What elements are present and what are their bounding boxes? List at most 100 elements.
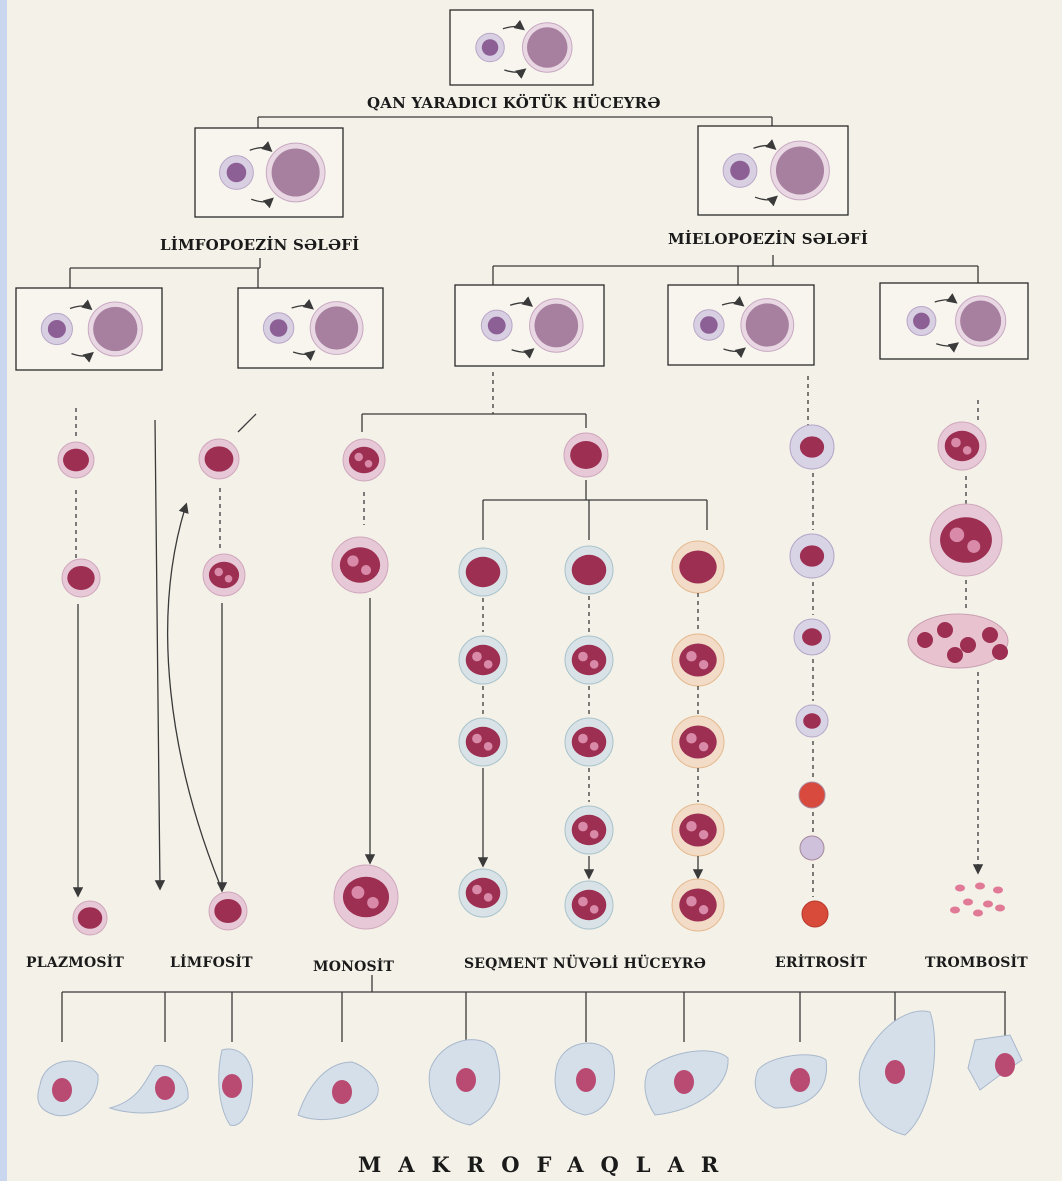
eosinophil-band-lobe: [686, 821, 696, 831]
neutrophil-metamyelocyte-lobe: [484, 742, 493, 751]
eosinophil-band-nucleus: [679, 814, 716, 847]
platelet-4: [963, 899, 973, 906]
megakaryoblast-lobe: [963, 446, 972, 455]
stem-cell-box-large-cell-nucleus: [527, 27, 568, 68]
reticulocyte: [799, 782, 825, 808]
megakaryocyte-precursor-box-large-cell-nucleus: [960, 300, 1001, 341]
neutrophil-myelocyte-lobe: [484, 660, 493, 669]
eosinophil-segmented-lobe: [686, 896, 696, 906]
eosinophil-myelocyte-lobe: [699, 660, 708, 669]
eosinophil-myelocyte-nucleus: [679, 644, 716, 677]
promegakaryocyte-lobe: [967, 540, 980, 553]
macrophage-1-nucleus: [52, 1078, 72, 1102]
megakaryocyte-nucleus-lobe-4: [982, 627, 998, 643]
neutrophil-promyelocyte-nucleus: [466, 557, 501, 587]
macrophage-4-nucleus: [332, 1080, 352, 1104]
lymphocyte-nucleus: [214, 899, 241, 923]
b-lymphocyte-precursor-box-small-cell-nucleus: [48, 320, 66, 338]
monoblast-lobe: [365, 460, 373, 468]
erythroid-precursor-box-large-cell-nucleus: [746, 303, 789, 346]
basophil-myelocyte-nucleus: [572, 645, 607, 675]
label-myelopoiesis-precursor: MİELOPOEZİN SƏLƏFİ: [668, 230, 868, 248]
macrophage-6-nucleus: [576, 1068, 596, 1092]
prolymphocyte-nucleus: [209, 562, 239, 589]
label-lymphopoiesis-precursor: LİMFOPOEZİN SƏLƏFİ: [160, 236, 359, 254]
column-lymph-return: [155, 420, 160, 888]
basophil-myelocyte-lobe: [578, 652, 588, 662]
macrophage-9-nucleus: [885, 1060, 905, 1084]
proplasmocyte-nucleus: [67, 566, 94, 590]
macrophage-8-nucleus: [790, 1068, 810, 1092]
myeloid-precursor-box-large-cell-nucleus: [776, 146, 824, 194]
platelet-8: [995, 905, 1005, 912]
erythroid-precursor-box-small-cell-nucleus: [700, 316, 718, 334]
macrophage-10-nucleus: [995, 1053, 1015, 1077]
megakaryocyte-precursor-box-small-cell-nucleus: [913, 313, 930, 330]
neutrophil-myelocyte-nucleus: [466, 645, 501, 675]
basophil-metamyelocyte-lobe: [590, 742, 599, 751]
label-stem-cell: QAN YARADICI KÖTÜK HÜCEYRƏ: [367, 94, 661, 112]
platelet-6: [950, 907, 960, 914]
lymphoid-precursor-box-large-cell-nucleus: [272, 148, 320, 196]
stem-cell-box-small-cell-nucleus: [482, 39, 499, 56]
neutrophil-metamyelocyte-lobe: [472, 734, 482, 744]
column-lymph-pointer: [238, 414, 256, 432]
basophil-metamyelocyte-nucleus: [572, 727, 607, 757]
megakaryocyte-nucleus-lobe-5: [992, 644, 1008, 660]
macrophage-3-nucleus: [222, 1074, 242, 1098]
neutrophil-segmented-nucleus: [466, 878, 501, 908]
neutrophil-segmented-lobe: [472, 885, 482, 895]
eosinophil-promyelocyte-nucleus: [679, 551, 716, 584]
label-thrombocyte: TROMBOSİT: [925, 955, 1028, 971]
myeloid-precursor-box-small-cell-nucleus: [730, 161, 750, 181]
platelet-7: [973, 910, 983, 917]
basophil-band-nucleus: [572, 815, 607, 845]
prolymphocyte-lobe: [214, 568, 222, 576]
monocyte-nucleus: [343, 877, 389, 918]
promonocyte-lobe: [361, 565, 371, 575]
basophil-segmented-nucleus: [572, 890, 607, 920]
macrophage-2-nucleus: [155, 1076, 175, 1100]
t-lymphocyte-precursor-box-large-cell-nucleus: [315, 306, 358, 349]
basophilic-erythroblast-nucleus: [800, 545, 824, 566]
basophil-metamyelocyte-lobe: [578, 734, 588, 744]
platelet-1: [955, 885, 965, 892]
promegakaryocyte-lobe: [950, 528, 965, 543]
megakaryoblast-lobe: [951, 438, 961, 448]
eosinophil-metamyelocyte-lobe: [686, 733, 696, 743]
monoblast-nucleus: [349, 447, 379, 474]
eosinophil-segmented-lobe: [699, 905, 708, 914]
label-erythrocyte: ERİTROSİT: [775, 955, 867, 971]
plasmocyte-nucleus: [78, 907, 102, 929]
label-lymphocyte: LİMFOSİT: [170, 955, 253, 971]
promonocyte-nucleus: [340, 547, 380, 582]
neutrophil-segmented-lobe: [484, 893, 493, 902]
orthochromatic-erythroblast-nucleus: [803, 713, 821, 728]
monocyte-lobe: [351, 886, 364, 899]
platelet-3: [993, 887, 1003, 894]
eosinophil-band-lobe: [699, 830, 708, 839]
t-lymphocyte-precursor-box-small-cell-nucleus: [270, 319, 288, 337]
label-macrophages: MAKROFAQLAR: [358, 1152, 735, 1177]
basophil-band-lobe: [578, 822, 588, 832]
label-monocyte: MONOSİT: [313, 959, 394, 975]
basophil-myelocyte-lobe: [590, 660, 599, 669]
eosinophil-metamyelocyte-nucleus: [679, 726, 716, 759]
granulocyte-monocyte-precursor-box-large-cell-nucleus: [534, 304, 578, 348]
eosinophil-myelocyte-lobe: [686, 651, 696, 661]
erythrocyte: [802, 901, 828, 927]
megakaryocyte-nucleus-lobe-2: [937, 622, 953, 638]
neutrophil-metamyelocyte-nucleus: [466, 727, 501, 757]
neutrophil-myelocyte-lobe: [472, 652, 482, 662]
label-segmented-cell: SEQMENT NÜVƏLİ HÜCEYRƏ: [464, 956, 706, 972]
megakaryocyte-nucleus-lobe-6: [947, 647, 963, 663]
megakaryoblast-nucleus: [945, 431, 980, 461]
platelet-5: [983, 901, 993, 908]
plasmoblast-nucleus: [63, 449, 89, 472]
eosinophil-segmented-nucleus: [679, 889, 716, 922]
label-plasmocyte: PLAZMOSİT: [26, 955, 124, 971]
macrophage-5-nucleus: [456, 1068, 476, 1092]
basophil-segmented-lobe: [578, 897, 588, 907]
